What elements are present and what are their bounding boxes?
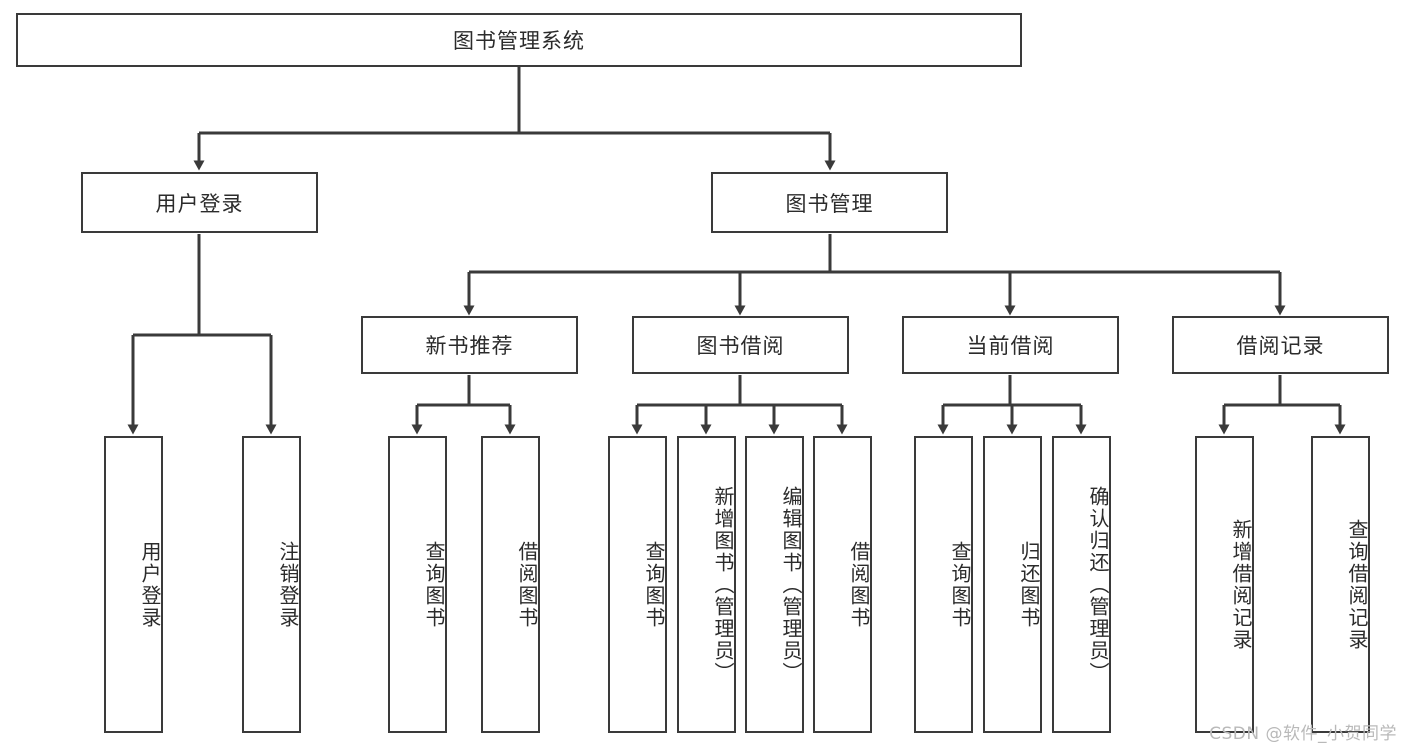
leaf-borrow-book-2[interactable]: 借阅图书 bbox=[813, 436, 872, 733]
node-new-book-recommend[interactable]: 新书推荐 bbox=[361, 316, 578, 374]
leaf-label: 注销登录 bbox=[276, 540, 300, 629]
leaf-label: 新增借阅记录 bbox=[1229, 518, 1253, 651]
node-user-login[interactable]: 用户登录 bbox=[81, 172, 318, 233]
leaf-confirm-return[interactable]: 确认归还（管理员） bbox=[1052, 436, 1111, 733]
leaf-borrow-book-1[interactable]: 借阅图书 bbox=[481, 436, 540, 733]
leaf-add-record[interactable]: 新增借阅记录 bbox=[1195, 436, 1254, 733]
node-borrow-record[interactable]: 借阅记录 bbox=[1172, 316, 1389, 374]
node-book-management[interactable]: 图书管理 bbox=[711, 172, 948, 233]
leaf-label: 查询图书 bbox=[642, 540, 666, 629]
leaf-edit-book[interactable]: 编辑图书（管理员） bbox=[745, 436, 804, 733]
leaf-query-book-3[interactable]: 查询图书 bbox=[914, 436, 973, 733]
leaf-return-book[interactable]: 归还图书 bbox=[983, 436, 1042, 733]
leaf-label: 新增图书（管理员） bbox=[711, 485, 735, 684]
csdn-watermark: CSDN @软件_小贺同学 bbox=[1209, 724, 1397, 744]
leaf-label: 归还图书 bbox=[1017, 540, 1041, 629]
leaf-add-book[interactable]: 新增图书（管理员） bbox=[677, 436, 736, 733]
leaf-label: 用户登录 bbox=[138, 540, 162, 629]
leaf-query-record[interactable]: 查询借阅记录 bbox=[1311, 436, 1370, 733]
leaf-logout-login[interactable]: 注销登录 bbox=[242, 436, 301, 733]
leaf-label: 查询图书 bbox=[422, 540, 446, 629]
leaf-label: 编辑图书（管理员） bbox=[779, 485, 803, 684]
node-root-system[interactable]: 图书管理系统 bbox=[16, 13, 1022, 67]
leaf-label: 借阅图书 bbox=[847, 540, 871, 629]
leaf-label: 查询图书 bbox=[948, 540, 972, 629]
leaf-query-book-2[interactable]: 查询图书 bbox=[608, 436, 667, 733]
leaf-query-book-1[interactable]: 查询图书 bbox=[388, 436, 447, 733]
leaf-label: 借阅图书 bbox=[515, 540, 539, 629]
leaf-label: 确认归还（管理员） bbox=[1086, 485, 1110, 684]
node-book-borrow[interactable]: 图书借阅 bbox=[632, 316, 849, 374]
leaf-label: 查询借阅记录 bbox=[1345, 518, 1369, 651]
leaf-user-login[interactable]: 用户登录 bbox=[104, 436, 163, 733]
node-current-borrow[interactable]: 当前借阅 bbox=[902, 316, 1119, 374]
